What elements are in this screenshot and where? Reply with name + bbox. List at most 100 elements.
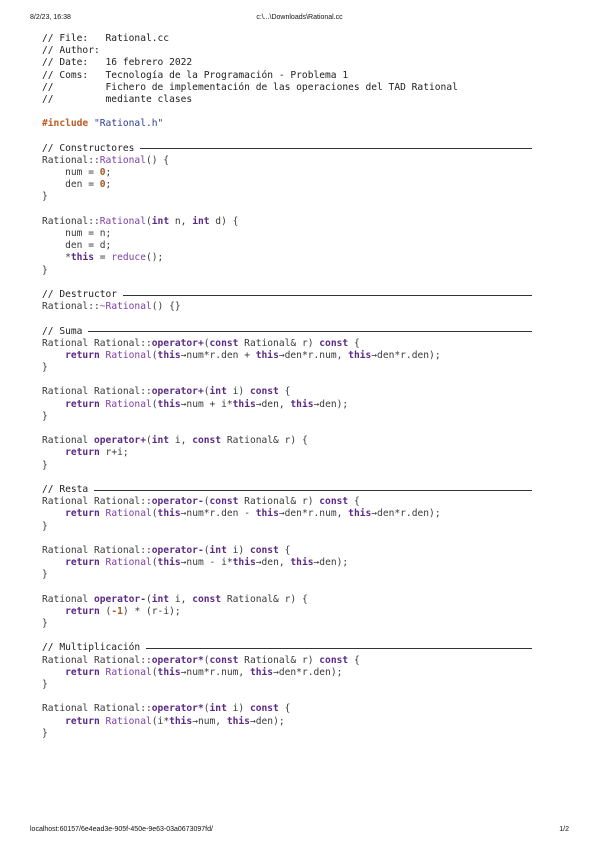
code-token: ~Rational xyxy=(99,301,152,313)
code-token: this xyxy=(249,666,274,678)
code-token xyxy=(42,606,65,617)
code-line: } xyxy=(42,569,562,581)
code-token: this xyxy=(157,398,181,410)
code-token: num = n; xyxy=(42,228,112,239)
code-token: this xyxy=(226,715,250,727)
code-token: den = d; xyxy=(42,240,112,252)
code-token: →den, xyxy=(255,557,291,569)
code-token: int xyxy=(209,703,227,715)
code-token: (i* xyxy=(151,715,170,727)
code-token: const xyxy=(209,337,239,349)
code-token: ) * (r-i); xyxy=(122,605,181,617)
code-token: (); xyxy=(145,252,164,264)
code-token: Rational xyxy=(105,349,152,361)
code-token: ( xyxy=(151,557,158,569)
code-token: Rational& r) xyxy=(238,496,320,508)
code-token: this xyxy=(232,398,256,410)
section-comment-label: // Constructores xyxy=(42,142,135,154)
code-line: } xyxy=(42,728,562,740)
blank-line xyxy=(42,423,562,435)
code-token: ( xyxy=(203,544,210,556)
code-token: const xyxy=(249,386,279,398)
code-token: ( xyxy=(203,654,210,666)
code-line: } xyxy=(42,521,562,533)
section-comment: // Destructor xyxy=(42,289,562,301)
code-token: →den*r.den); xyxy=(371,349,441,361)
code-token: operator- xyxy=(93,593,146,605)
code-token: →den*r.num, xyxy=(278,349,349,361)
code-token: →num*r.den + xyxy=(180,349,256,361)
code-token xyxy=(42,557,65,568)
code-token: { xyxy=(278,544,291,556)
code-token: Rational& r) { xyxy=(221,593,308,605)
section-rule xyxy=(123,294,532,296)
code-token: 0 xyxy=(99,179,106,191)
code-token: Rational Rational:: xyxy=(42,703,152,715)
code-token: Rational xyxy=(42,593,94,605)
code-token: 0 xyxy=(99,167,106,179)
code-token: i, xyxy=(169,435,193,447)
code-token: n, xyxy=(169,215,193,227)
code-token: operator- xyxy=(151,496,204,508)
code-token: ; xyxy=(105,179,112,191)
code-token: i) xyxy=(226,386,250,398)
code-line: // Author: xyxy=(42,45,562,57)
code-line: // mediante clases xyxy=(42,94,562,106)
code-token: Rational:: xyxy=(42,215,100,227)
code-line: return Rational(this→num*r.num, this→den… xyxy=(42,667,562,679)
code-token: →den*r.den); xyxy=(273,666,343,678)
code-token: const xyxy=(249,703,279,715)
code-token: } xyxy=(42,520,48,532)
code-token xyxy=(42,667,65,678)
code-token: i) xyxy=(226,703,250,715)
code-token: // Coms: Tecnología de la Programación -… xyxy=(42,69,349,81)
code-line: den = d; xyxy=(42,240,562,252)
code-token: = xyxy=(94,252,112,264)
code-token: ( xyxy=(203,496,210,508)
section-comment-label: // Suma xyxy=(42,325,83,337)
blank-line xyxy=(42,581,562,593)
code-token: Rational:: xyxy=(42,154,100,166)
code-token: →den); xyxy=(249,715,285,727)
code-line: Rational::~Rational() {} xyxy=(42,301,562,313)
page-number: 1/2 xyxy=(559,826,569,833)
code-token: this xyxy=(157,666,181,678)
code-token: ( xyxy=(203,703,210,715)
code-token: return xyxy=(65,557,100,569)
code-line: Rational Rational::operator-(const Ratio… xyxy=(42,496,562,508)
code-token: int xyxy=(151,215,170,227)
code-line: return Rational(this→num*r.den - this→de… xyxy=(42,508,562,520)
code-token xyxy=(42,350,65,361)
code-line: Rational Rational::operator+(const Ratio… xyxy=(42,338,562,350)
blank-line xyxy=(42,313,562,325)
code-line: Rational operator-(int i, const Rational… xyxy=(42,594,562,606)
code-token: } xyxy=(42,727,48,739)
code-token: } xyxy=(42,678,48,690)
code-token: } xyxy=(42,569,48,581)
code-token: } xyxy=(42,459,48,471)
code-token: this xyxy=(255,508,279,520)
code-token: () { xyxy=(145,154,170,166)
code-token: →den*r.den); xyxy=(371,508,441,520)
code-token: ( xyxy=(99,605,112,617)
blank-line xyxy=(42,204,562,216)
blank-line xyxy=(42,533,562,545)
code-token: -1 xyxy=(111,605,123,617)
section-comment: // Resta xyxy=(42,484,562,496)
code-token: d) { xyxy=(209,215,239,227)
code-token: →den, xyxy=(255,398,291,410)
code-token: const xyxy=(319,496,349,508)
code-token: operator* xyxy=(151,703,204,715)
code-line: return (-1) * (r-i); xyxy=(42,606,562,618)
code-token: →num*r.den - xyxy=(180,508,256,520)
code-token: ( xyxy=(145,593,152,605)
code-token: { xyxy=(278,703,291,715)
code-token: int xyxy=(192,215,210,227)
code-token: int xyxy=(209,544,227,556)
code-token: this xyxy=(70,252,94,264)
code-token: this xyxy=(290,557,314,569)
code-token: // Date: 16 febrero 2022 xyxy=(42,57,193,69)
code-token: const xyxy=(209,496,239,508)
code-token: // File: Rational.cc xyxy=(42,33,170,44)
code-token: this xyxy=(255,349,279,361)
